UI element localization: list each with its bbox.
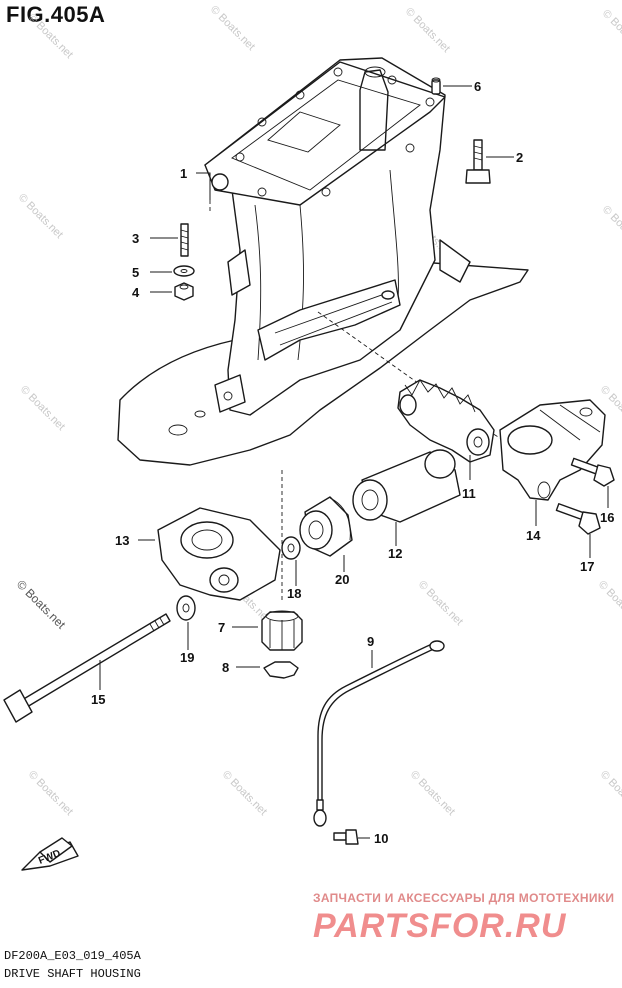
promo-text: ЗАПЧАСТИ И АКСЕССУАРЫ ДЛЯ МОТОТЕХНИКИ <box>313 891 615 905</box>
callout-8[interactable]: 8 <box>222 660 229 675</box>
watermark: © Boats.net <box>220 769 269 818</box>
ground-cable-9[interactable] <box>313 640 445 827</box>
leader-lines <box>99 85 609 839</box>
watermark: © Boats.net <box>16 192 65 241</box>
watermark: © Boats.net <box>596 579 622 628</box>
nut-4[interactable] <box>174 282 194 301</box>
callout-14[interactable]: 14 <box>526 528 541 543</box>
callout-16[interactable]: 16 <box>600 510 614 525</box>
watermark: © Boats.net <box>403 6 452 55</box>
mount-rubber-11[interactable] <box>397 379 495 463</box>
figure-title: FIG.405A <box>6 2 106 27</box>
callouts: 1 2 3 4 5 6 7 8 9 10 11 12 13 14 15 16 1… <box>91 79 614 846</box>
watermark: © Boats.net <box>598 769 622 818</box>
dowel-pin[interactable] <box>431 77 441 95</box>
watermark-main: © Boats.net <box>14 577 69 632</box>
watermark: © Boats.net <box>26 12 75 61</box>
watermark: © Boats.net <box>208 4 257 53</box>
callout-2[interactable]: 2 <box>516 150 523 165</box>
washer-18[interactable] <box>281 536 301 560</box>
gasket-8[interactable] <box>263 661 299 679</box>
callout-3[interactable]: 3 <box>132 231 139 246</box>
callout-13[interactable]: 13 <box>115 533 129 548</box>
washer-19[interactable] <box>176 595 196 621</box>
fwd-arrow: FWD <box>21 837 79 871</box>
bolt-17[interactable] <box>555 503 601 535</box>
bolt-16[interactable] <box>570 457 615 487</box>
clamp-bracket-13[interactable] <box>157 507 281 601</box>
diagram-caption: DRIVE SHAFT HOUSING <box>4 967 141 981</box>
watermark: © Boats.net <box>600 8 622 57</box>
callout-1[interactable]: 1 <box>180 166 187 181</box>
watermark: © Boats.net <box>600 204 622 253</box>
long-bolt-15[interactable] <box>3 613 171 723</box>
callout-12[interactable]: 12 <box>388 546 402 561</box>
callout-11[interactable]: 11 <box>462 486 476 501</box>
mount-nut-7[interactable] <box>261 610 303 651</box>
washer-5[interactable] <box>173 265 195 277</box>
bushing-12[interactable] <box>352 449 461 523</box>
callout-19[interactable]: 19 <box>180 650 194 665</box>
callout-7[interactable]: 7 <box>218 620 225 635</box>
callout-17[interactable]: 17 <box>580 559 594 574</box>
callout-10[interactable]: 10 <box>374 831 388 846</box>
watermark: © Boats.net <box>408 769 457 818</box>
drive-shaft-housing[interactable] <box>117 57 529 466</box>
callout-6[interactable]: 6 <box>474 79 481 94</box>
callout-15[interactable]: 15 <box>91 692 105 707</box>
bolt-2[interactable] <box>465 139 491 184</box>
callout-5[interactable]: 5 <box>132 265 139 280</box>
callout-18[interactable]: 18 <box>287 586 301 601</box>
callout-9[interactable]: 9 <box>367 634 374 649</box>
watermark: © Boats.net <box>416 579 465 628</box>
stud-bolt[interactable] <box>180 223 189 257</box>
brand-logo: PARTSFOR.RU <box>313 907 567 945</box>
callout-20[interactable]: 20 <box>335 572 349 587</box>
watermark: © Boats.net <box>18 384 67 433</box>
model-code: DF200A_E03_019_405A <box>4 949 141 963</box>
bolt-10[interactable] <box>333 829 359 845</box>
callout-4[interactable]: 4 <box>132 285 140 300</box>
mount-bracket-14[interactable] <box>499 399 606 501</box>
rubber-20[interactable] <box>299 496 353 557</box>
watermark: © Boats.net <box>26 769 75 818</box>
